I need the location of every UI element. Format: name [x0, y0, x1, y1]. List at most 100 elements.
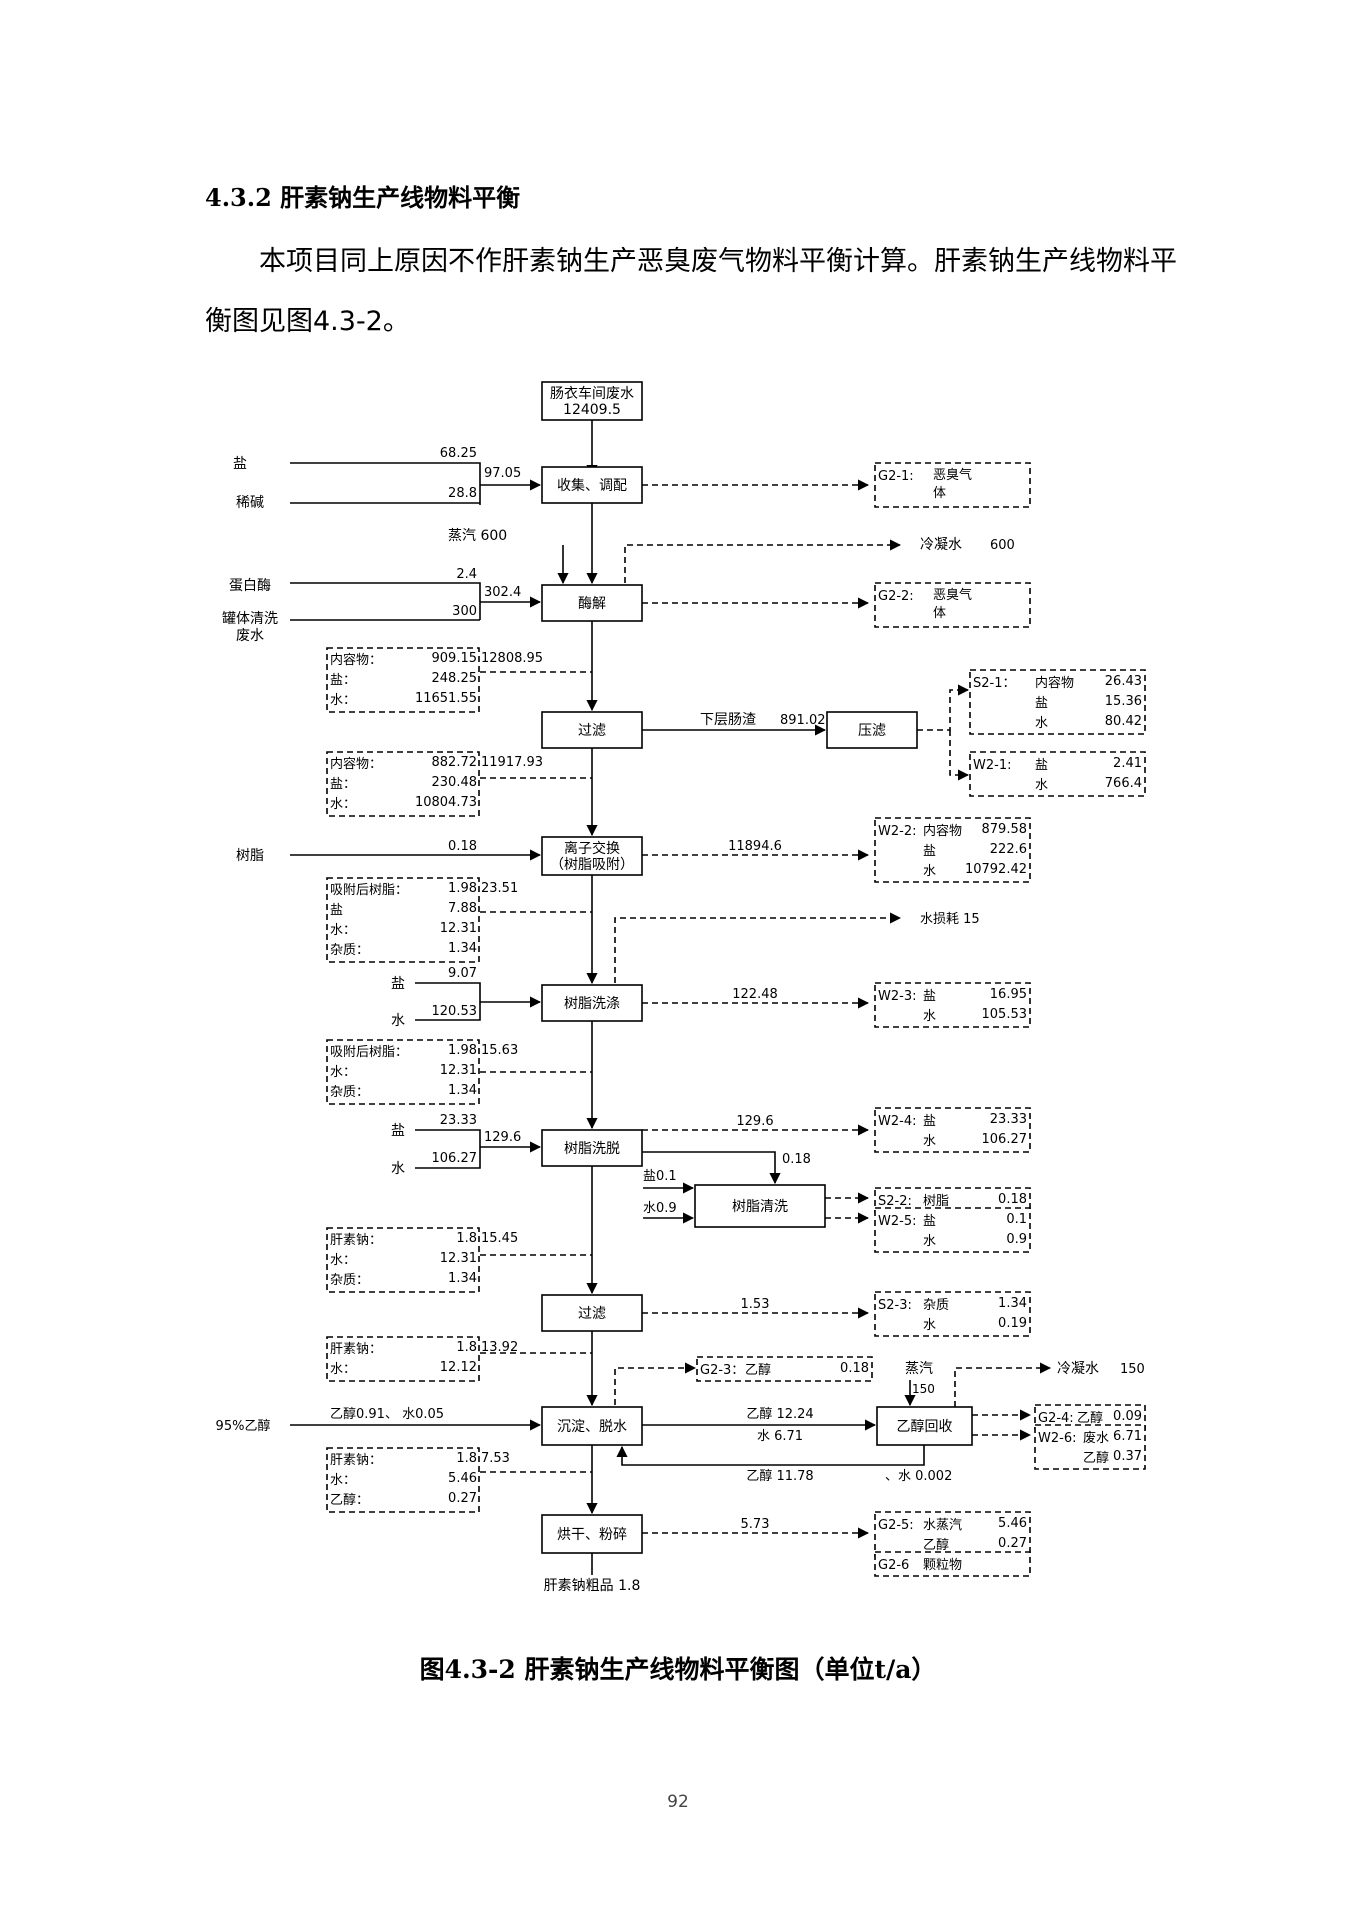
stream-table-4	[326, 1039, 480, 1105]
value-1-53: 1.53	[741, 1297, 770, 1312]
material-balance-diagram: 肠衣车间废水12409.5盐稀碱68.2528.897.05收集、调配G2-1:…	[216, 381, 1146, 1594]
box-wash	[541, 984, 643, 1022]
stream-table-5-key: 肝素钠：	[330, 1233, 382, 1248]
box-enzyme-label: 酶解	[578, 596, 606, 612]
emission-w2-3-value: 16.95	[990, 987, 1027, 1002]
value-11894: 11894.6	[728, 839, 782, 854]
label-steam-r: 蒸汽	[905, 1361, 933, 1377]
emission-g2-4-code: G2-4:	[1038, 1411, 1074, 1426]
emission-w2-5	[874, 1207, 1031, 1253]
box-collect	[541, 466, 643, 504]
emission-w2-4	[874, 1107, 1031, 1153]
value-122: 122.48	[732, 987, 778, 1002]
label-salt3: 盐	[391, 1123, 405, 1139]
emission-w2-6-code: W2-6:	[1038, 1431, 1076, 1446]
stream-table-4-key: 杂质：	[330, 1085, 369, 1100]
stream-table-2-key: 盐：	[330, 777, 356, 792]
label-salt-small: 盐0.1	[643, 1169, 677, 1184]
stream-table-3-value: 1.98	[448, 881, 477, 896]
flow-g2-3	[614, 1362, 697, 1405]
emission-g2-5	[874, 1511, 1031, 1557]
box-press-label: 压滤	[858, 723, 886, 739]
label-waterloss: 水损耗 15	[920, 912, 980, 927]
emission-s2-1-key: 盐	[1035, 696, 1048, 711]
stream-table-3	[326, 877, 480, 963]
emission-w2-2-value: 10792.42	[965, 862, 1027, 877]
emission-s2-2-key: 树脂	[923, 1194, 949, 1209]
stream-table-5-total: 15.45	[481, 1231, 518, 1246]
flow-recycle	[616, 1445, 925, 1466]
emission-g2-5-code: G2-5:	[878, 1518, 914, 1533]
stream-table-3-value: 7.88	[448, 901, 477, 916]
stream-table-2-value: 882.72	[432, 755, 478, 770]
stream-table-5-value: 1.34	[448, 1271, 477, 1286]
box-dry	[541, 1514, 643, 1554]
emission-s2-3-value: 0.19	[998, 1316, 1027, 1331]
emission-w2-5-key: 盐	[923, 1214, 936, 1229]
stream-table-6-total: 13.92	[481, 1340, 518, 1355]
stream-table-5-value: 12.31	[440, 1251, 477, 1266]
emission-w2-6-value: 6.71	[1113, 1429, 1142, 1444]
label-resin: 树脂	[236, 848, 264, 864]
emission-w2-2-value: 222.6	[990, 842, 1027, 857]
emission-w2-1-value: 2.41	[1113, 756, 1142, 771]
box-precip	[541, 1406, 643, 1446]
emission-g2-1-code: G2-1:	[878, 469, 914, 484]
label-eth-in: 乙醇0.91、 水0.05	[330, 1406, 444, 1422]
section-title: 4.3.2 肝素钠生产线物料平衡	[205, 183, 521, 212]
box-ion-label: （树脂吸附）	[550, 857, 634, 873]
stream-table-7-key: 水：	[330, 1473, 356, 1488]
emission-g2-6	[874, 1551, 1031, 1577]
box-press	[826, 711, 918, 749]
stream-table-7-value: 0.27	[448, 1491, 477, 1506]
emission-g2-3	[696, 1356, 873, 1382]
value-120: 120.53	[432, 1004, 478, 1019]
stream-table-5	[326, 1227, 480, 1293]
emission-s2-1-value: 15.36	[1105, 694, 1142, 709]
stream-table-4-key: 水：	[330, 1065, 356, 1080]
value-150: 150	[1120, 1362, 1145, 1377]
box-elute	[541, 1129, 643, 1167]
stream-table-7-key: 肝素钠：	[330, 1453, 382, 1468]
value-018a: 0.18	[448, 839, 477, 854]
emission-g2-5-key: 水蒸汽	[923, 1518, 962, 1533]
value-891: 891.02	[780, 713, 826, 728]
value-300: 300	[452, 604, 477, 619]
value-018b: 0.18	[782, 1152, 811, 1167]
emission-s2-1	[969, 669, 1146, 735]
emission-w2-2-key: 水	[923, 864, 936, 879]
page-number: 92	[667, 1792, 689, 1812]
flow-waterloss	[614, 912, 902, 983]
stream-table-2-total: 11917.93	[481, 755, 543, 770]
label-eth-out2: 水 6.71	[757, 1429, 803, 1444]
emission-w2-1	[969, 751, 1146, 797]
emission-g2-5-key: 乙醇	[923, 1537, 949, 1553]
stream-table-7-key: 乙醇：	[330, 1492, 369, 1508]
label-salt2: 盐	[391, 976, 405, 992]
stream-table-2	[326, 751, 480, 817]
emission-g2-1-text: 恶臭气	[933, 467, 972, 483]
label-condense: 冷凝水	[920, 537, 962, 553]
value-9-07: 9.07	[448, 966, 477, 981]
emission-w2-1-key: 水	[1035, 778, 1048, 793]
value-28: 28.8	[448, 486, 477, 501]
stream-table-1-total: 12808.95	[481, 651, 543, 666]
stream-table-6-value: 12.12	[440, 1360, 477, 1375]
label-water3: 水	[391, 1161, 405, 1177]
box-filter2	[541, 1294, 643, 1332]
paragraph: 本项目同上原因不作肝素钠生产恶臭废气物料平衡计算。肝素钠生产线物料平衡图见图4.…	[205, 246, 1177, 337]
label-condense-r: 冷凝水	[1057, 1361, 1099, 1377]
emission-s2-1-value: 26.43	[1105, 674, 1142, 689]
emission-w2-3-code: W2-3:	[878, 989, 916, 1004]
emission-w2-2	[874, 817, 1031, 883]
box-recover-label: 乙醇回收	[897, 1418, 953, 1435]
box-wash-label: 树脂洗涤	[564, 996, 620, 1012]
stream-table-6-key: 水：	[330, 1362, 356, 1377]
emission-w2-3-key: 水	[923, 1009, 936, 1024]
value-97: 97.05	[484, 466, 521, 481]
stream-table-2-key: 水：	[330, 797, 356, 812]
emission-s2-3-key: 杂质	[923, 1298, 949, 1313]
stream-table-3-value: 12.31	[440, 921, 477, 936]
emission-g2-2-text: 恶臭气	[933, 587, 972, 603]
stream-table-1-key: 内容物：	[330, 652, 382, 668]
